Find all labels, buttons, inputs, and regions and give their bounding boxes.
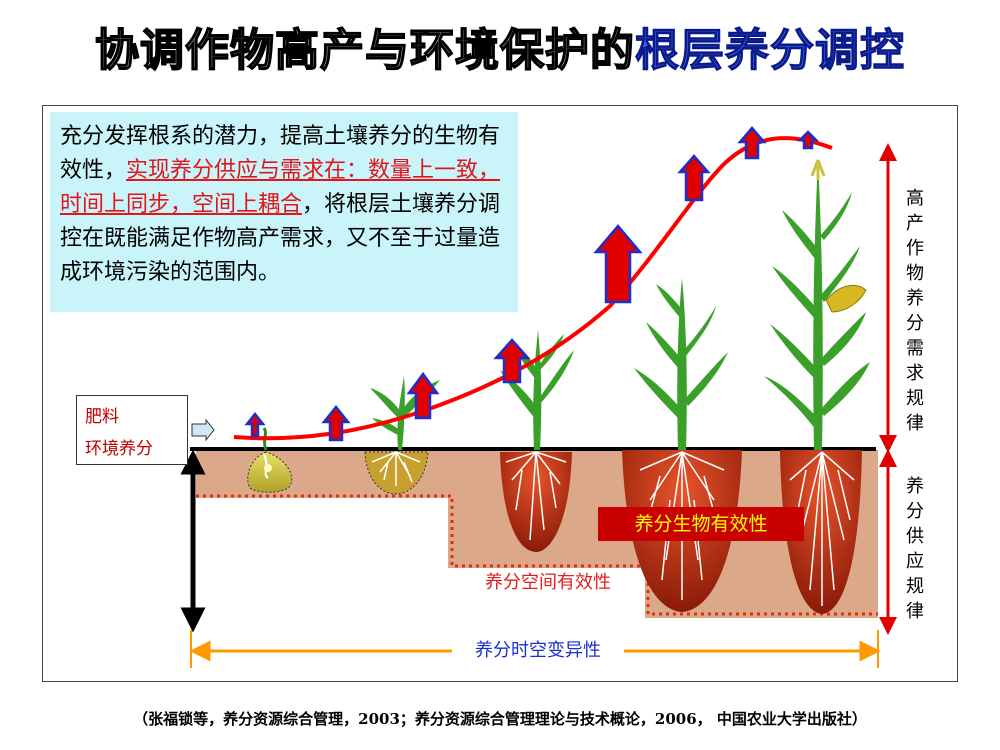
input-arrow-icon — [191, 418, 215, 442]
input-legend: 肥料 环境养分 — [76, 395, 188, 465]
supply-rule-label: 养分供应规律 — [906, 476, 924, 622]
seed-icon — [247, 451, 293, 493]
intro-text-post: ，将根层土壤养分调控在既能满足作物高产需求，又不至于过量造成环境污染的范围内。 — [60, 192, 501, 285]
env-nutrient-label: 环境养分 — [85, 439, 153, 459]
spatial-effectiveness-label: 养分空间有效性 — [485, 572, 611, 593]
title-part1: 协调作物高产与环境保护的 — [94, 24, 635, 77]
root-zone-5 — [780, 450, 862, 614]
demand-rule-label: 高产作物养分需求规律 — [906, 188, 924, 434]
fertilizer-label: 肥料 — [85, 407, 119, 427]
spatiotemporal-variability-label: 养分时空变异性 — [452, 638, 624, 664]
title-part2: 根层养分调控 — [634, 24, 905, 76]
intro-text-highlight: 实现养分供应与需求在：数量上一致，时间上同步，空间上耦合 — [60, 158, 501, 217]
page-title: 协调作物高产与环境保护的根层养分调控 — [0, 14, 1000, 78]
demand-arrows — [244, 126, 820, 442]
intro-text-pre: 充分发挥根系的潜力，提高土壤养分的生物有效性， — [60, 124, 501, 183]
intro-textbox: 充分发挥根系的潜力，提高土壤养分的生物有效性，实现养分供应与需求在：数量上一致，… — [50, 112, 518, 312]
bio-effectiveness-label: 养分生物有效性 — [598, 507, 804, 541]
citation-footer: （张福锁等，养分资源综合管理，2003；养分资源综合管理理论与技术概论，2006… — [133, 710, 867, 728]
corn-ear-icon — [825, 284, 867, 313]
corn-tassel — [810, 159, 826, 180]
